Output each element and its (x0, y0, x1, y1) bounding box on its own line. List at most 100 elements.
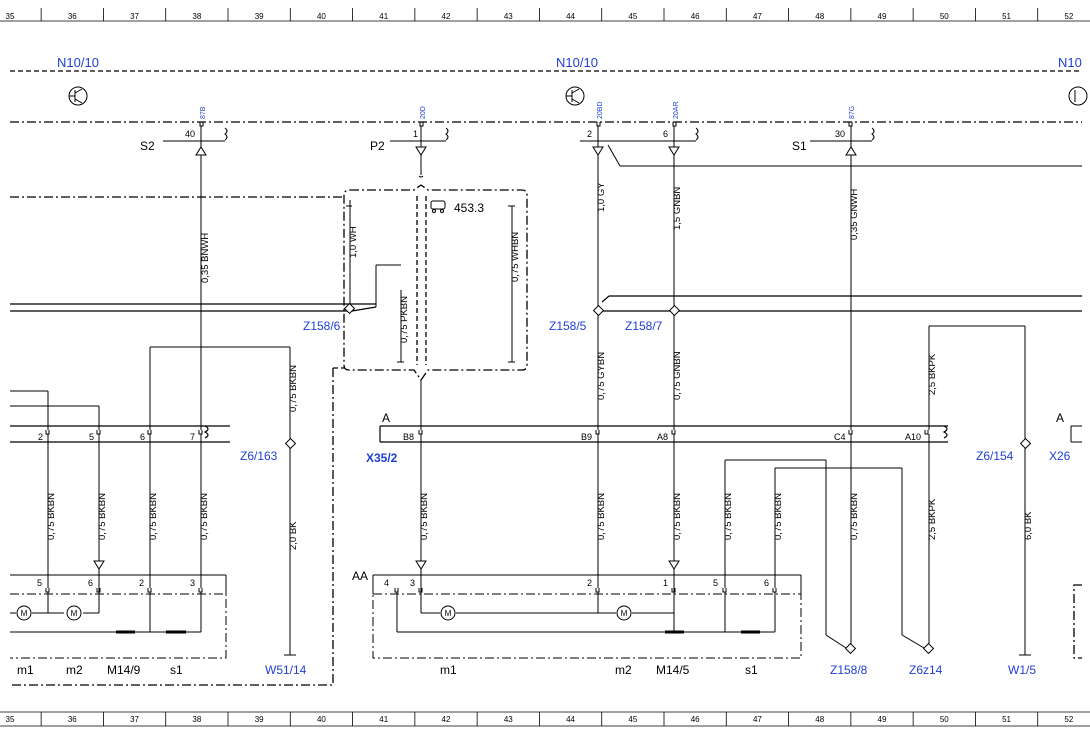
terminal-87g: 87G (849, 106, 856, 119)
junction-label-z6-163: Z6/163 (240, 449, 278, 463)
pin-marker (596, 122, 601, 127)
label-m1-right: m1 (440, 663, 457, 677)
junction-label-z6z14: Z6z14 (909, 663, 943, 677)
top-ruler-label: 40 (317, 12, 326, 21)
arrow-down-icon (592, 146, 604, 156)
transistor-icon (68, 86, 88, 106)
wire-label: 2,0 BK (288, 521, 299, 550)
junction-z6-154-icon (1019, 437, 1032, 450)
connector-label-a-left: A (382, 411, 390, 425)
top-ruler-label: 52 (1064, 12, 1073, 21)
x35-pin-b8: B8 (403, 432, 414, 442)
wire-label: 0,75 GNBN (672, 351, 683, 400)
motor-pin: 5 (713, 578, 718, 588)
wire-label: 0,75 BKBN (288, 365, 299, 412)
connector-label-a-right: A (1056, 411, 1064, 425)
arrow-down-icon (415, 146, 427, 156)
junction-z158-6-icon (343, 302, 356, 315)
connector-label-x26: X26 (1049, 449, 1071, 463)
module-label-n10-right: N10 (1058, 55, 1082, 70)
component-453-3-label: 453.3 (454, 201, 484, 215)
vehicle-icon (430, 200, 446, 213)
bottom-ruler-label: 42 (442, 715, 451, 724)
bottom-ruler-label: 44 (566, 715, 575, 724)
switch-label-s2: S2 (140, 139, 155, 153)
bottom-ruler-label: 41 (379, 715, 388, 724)
top-ruler-label: 46 (691, 12, 700, 21)
wire-label: 0,75 BKBN (723, 493, 734, 540)
x35-pin-7: 7 (190, 432, 195, 442)
wire-label: 0,75 BKBN (199, 493, 210, 540)
junction-label-z158-8: Z158/8 (830, 663, 868, 677)
wire-label: 1,0 GY (596, 182, 607, 212)
arrow-down-icon (415, 560, 427, 570)
motor-icon: M (16, 605, 32, 621)
x35-pin-2: 2 (38, 432, 43, 442)
top-ruler-label: 41 (379, 12, 388, 21)
junction-z158-5-icon (592, 304, 605, 317)
top-ruler-label: 50 (940, 12, 949, 21)
wire-label: 0,75 WHBN (510, 232, 521, 282)
junction-label-z158-6: Z158/6 (303, 319, 341, 333)
motor-icon: M (616, 605, 632, 621)
wire-label: 1,0 WH (348, 226, 359, 258)
switch-label-p2: P2 (370, 139, 385, 153)
motor-pin: 6 (88, 578, 93, 588)
wire-label: 0,35 GNWH (849, 189, 860, 240)
wire-label: 0,75 GYBN (596, 352, 607, 400)
wire-label: 0,75 BKBN (97, 493, 108, 540)
module-label-n10-mid: N10/10 (556, 55, 598, 70)
top-ruler-label: 47 (753, 12, 762, 21)
motor-pin: 6 (764, 578, 769, 588)
top-ruler-label: 37 (130, 12, 139, 21)
svg-text:M: M (71, 609, 78, 618)
motor-pin: 3 (410, 578, 415, 588)
wire-label: 0,35 BNWH (200, 233, 211, 283)
wire-label: 6,0 BK (1023, 511, 1034, 540)
top-ruler-label: 44 (566, 12, 575, 21)
wire-label: 2,5 BKPK (927, 353, 938, 395)
switch-label-s1: S1 (792, 139, 807, 153)
junction-z6z14-icon (922, 642, 935, 655)
bottom-ruler-label: 43 (504, 715, 513, 724)
label-w1-5: W1/5 (1008, 663, 1036, 677)
x35-pin-6: 6 (140, 432, 145, 442)
connector-label-aa: AA (352, 569, 368, 583)
label-s1-left: s1 (170, 663, 183, 677)
label-m2-right: m2 (615, 663, 632, 677)
wire-label: 0,75 BKBN (419, 493, 430, 540)
bottom-ruler-label: 50 (940, 715, 949, 724)
motor-pin: 4 (384, 578, 389, 588)
terminal-20ar: 20AR (673, 101, 680, 119)
top-ruler-label: 39 (255, 12, 264, 21)
label-m2-left: m2 (66, 663, 83, 677)
label-m1-left: m1 (17, 663, 34, 677)
wire-label: 1,5 GNBN (672, 187, 683, 230)
bottom-ruler-label: 51 (1002, 715, 1011, 724)
bottom-ruler-label: 49 (878, 715, 887, 724)
pin-30: 30 (835, 129, 845, 139)
wire-label: 0,75 BKBN (773, 493, 784, 540)
x35-pin-a10: A10 (905, 432, 921, 442)
motor-icon: M (440, 605, 456, 621)
wire-label: 0,75 BKBN (148, 493, 159, 540)
motor-pin: 2 (139, 578, 144, 588)
motor-pin: 1 (663, 578, 668, 588)
motor-block-m14-9 (10, 569, 227, 659)
junction-label-z6-154: Z6/154 (976, 449, 1014, 463)
transistor-icon (565, 86, 585, 106)
top-ruler-label: 42 (442, 12, 451, 21)
junction-z158-7-icon (668, 304, 681, 317)
wire-label: 0,75 BKBN (46, 493, 57, 540)
connector-label-x35-2: X35/2 (366, 451, 398, 465)
arrow-up-icon (195, 146, 207, 156)
motor-pin: 3 (190, 578, 195, 588)
bottom-ruler-label: 36 (68, 715, 77, 724)
bottom-ruler-label: 39 (255, 715, 264, 724)
label-m14-5: M14/5 (656, 663, 690, 677)
x35-pin-5: 5 (89, 432, 94, 442)
pin-40: 40 (185, 129, 195, 139)
